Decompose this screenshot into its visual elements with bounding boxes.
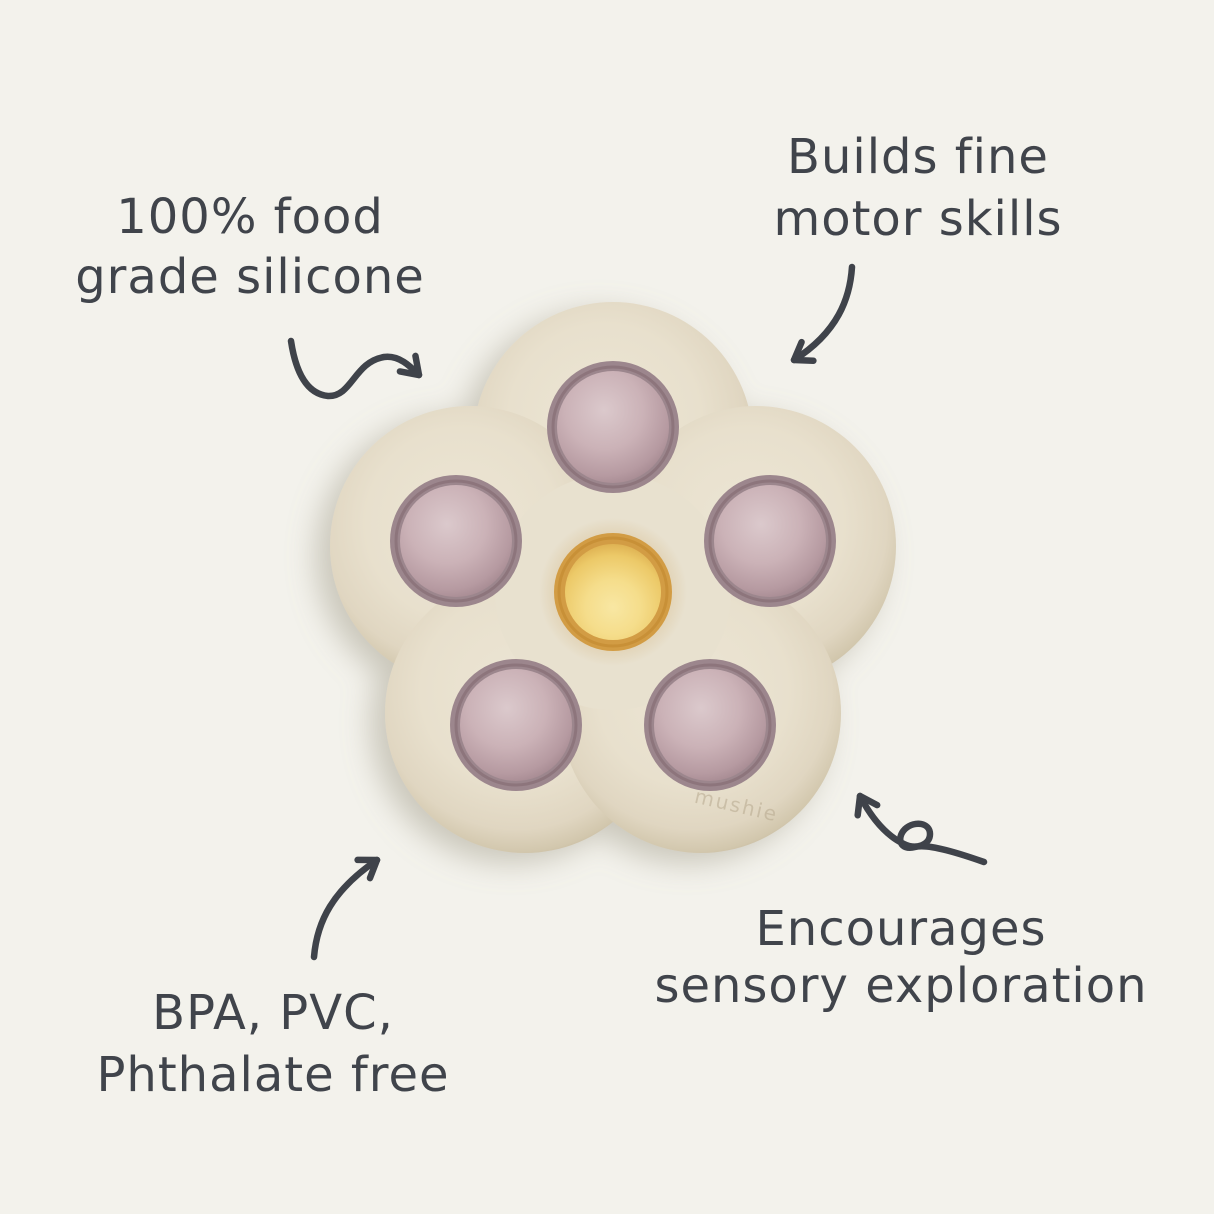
annotation-line: Phthalate free (96, 1047, 450, 1103)
annotation-line: Builds fine (787, 129, 1049, 185)
annotation-line: BPA, PVC, (152, 985, 394, 1041)
annotation-line: motor skills (773, 191, 1063, 247)
annotation-food-grade-silicone: 100% food grade silicone (75, 187, 425, 307)
annotation-sensory-exploration: Encourages sensory exploration (654, 901, 1147, 1015)
annotation-line: sensory exploration (654, 958, 1148, 1014)
annotation-bpa-pvc-phthalate-free: BPA, PVC, Phthalate free (96, 982, 449, 1106)
arrow-bottom-right-loop (854, 792, 988, 866)
annotation-line: Encourages (755, 901, 1047, 957)
bubble-center-yellow (539, 518, 687, 666)
bubble-lower-left (450, 659, 582, 791)
arrow-top-left (287, 337, 423, 400)
annotation-line: 100% food (116, 189, 384, 245)
arrow-bottom-left (310, 856, 381, 961)
arrow-top-right (790, 263, 856, 364)
press-bubbles (390, 361, 836, 791)
annotation-fine-motor-skills: Builds fine motor skills (773, 126, 1062, 250)
bubble-lower-right (644, 659, 776, 791)
bubble-top (547, 361, 679, 493)
annotation-line: grade silicone (75, 249, 425, 305)
bubble-upper-right (704, 475, 836, 607)
bubble-upper-left (390, 475, 522, 607)
